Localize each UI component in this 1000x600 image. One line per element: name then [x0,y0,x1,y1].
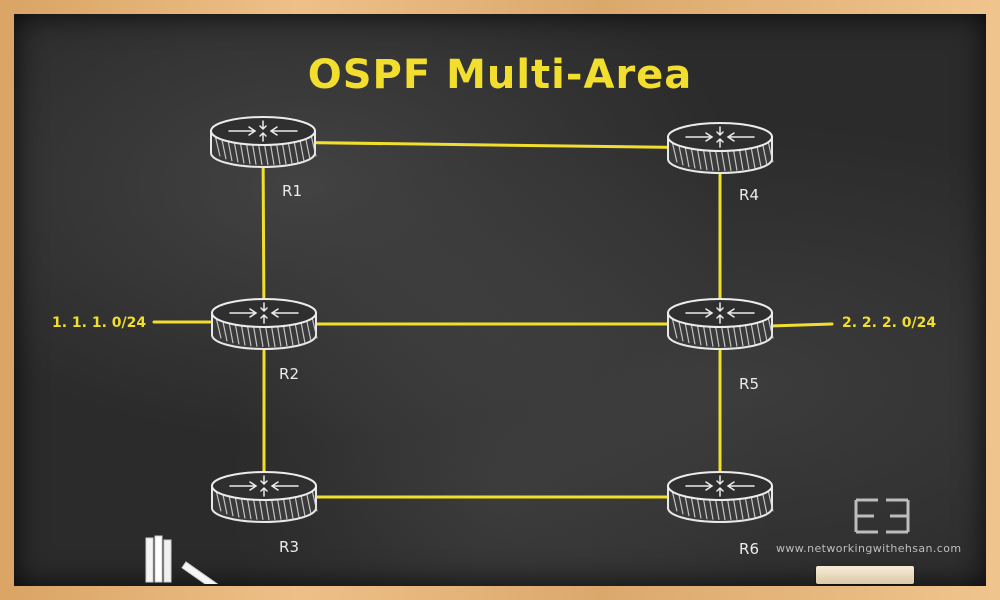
router-label-r6: R6 [739,540,759,558]
router-r2-icon [211,298,318,350]
router-label-r5: R5 [739,375,759,393]
network-label-r2: 1. 1. 1. 0/24 [52,315,146,331]
router-r1-icon [210,116,317,168]
chalk-sticks-icon [145,535,220,584]
router-r4-icon [667,122,774,174]
router-r6-icon [667,471,774,523]
network-link-r5 [768,322,834,328]
brand-logo-icon [852,496,912,536]
router-r3-icon [211,471,318,523]
link-r1-r4 [261,140,722,150]
diagram-title: OSPF Multi-Area [307,52,693,98]
chalkboard: OSPF Multi-Area 1. 1. 1. 0/24 2. 2. 2. 0/… [14,14,986,586]
link-r1-r2 [261,140,266,326]
router-label-r3: R3 [279,538,299,556]
router-label-r4: R4 [739,186,759,204]
website-url: www.networkingwithehsan.com [776,542,962,555]
router-label-r2: R2 [279,365,299,383]
network-label-r5: 2. 2. 2. 0/24 [842,315,936,331]
chalk-eraser [816,566,914,584]
router-label-r1: R1 [282,182,302,200]
router-r5-icon [667,298,774,350]
